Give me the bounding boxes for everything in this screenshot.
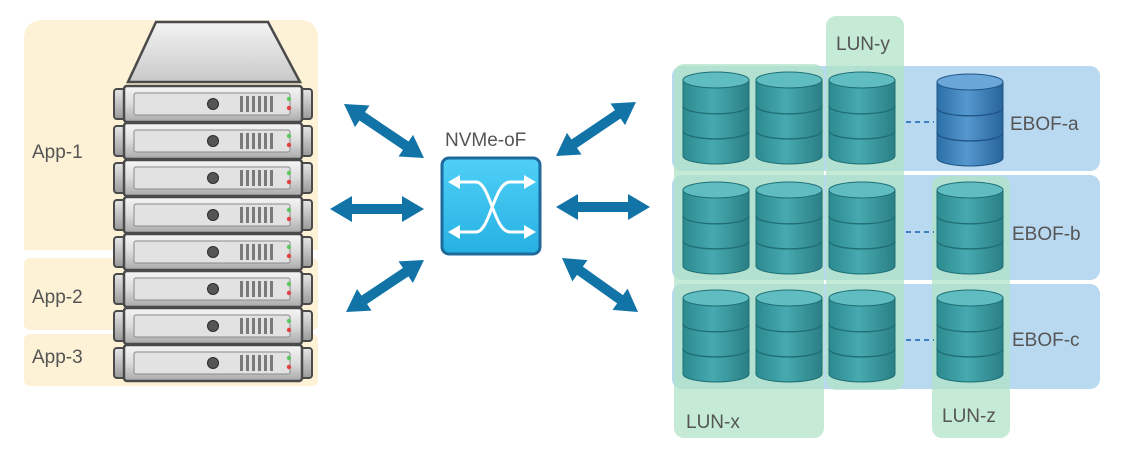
lun-y-label: LUN-y bbox=[836, 34, 890, 55]
disk-icon bbox=[828, 289, 896, 383]
connection-arrows bbox=[330, 102, 650, 312]
disk-icon bbox=[828, 71, 896, 165]
disk-icon bbox=[682, 71, 750, 165]
ebof-b-label: EBOF-b bbox=[1012, 224, 1081, 245]
fabric-label: NVMe-oF bbox=[445, 130, 526, 151]
disk-icon bbox=[755, 289, 823, 383]
server-unit-icon bbox=[113, 195, 313, 235]
server-top-icon bbox=[126, 20, 303, 84]
switch-icon bbox=[440, 156, 542, 256]
disk-icon bbox=[755, 181, 823, 275]
server-rack bbox=[113, 20, 313, 383]
double-arrow-icon bbox=[561, 258, 639, 312]
app-1-label: App-1 bbox=[32, 142, 83, 163]
server-unit-icon bbox=[113, 306, 313, 346]
lun-z-label: LUN-z bbox=[942, 406, 996, 427]
double-arrow-icon bbox=[344, 104, 424, 158]
server-unit-icon bbox=[113, 158, 313, 198]
double-arrow-icon bbox=[346, 260, 424, 312]
app-3-label: App-3 bbox=[32, 347, 83, 368]
server-unit-icon bbox=[113, 269, 313, 309]
dashed-connectors bbox=[906, 121, 934, 341]
disk-icon bbox=[682, 289, 750, 383]
server-unit-icon bbox=[113, 343, 313, 383]
disk-icon bbox=[936, 181, 1004, 275]
double-arrow-icon bbox=[556, 194, 650, 220]
double-arrow-icon bbox=[330, 196, 424, 222]
disk-icon bbox=[828, 181, 896, 275]
disk-icon bbox=[682, 181, 750, 275]
disk-icon bbox=[936, 289, 1004, 383]
disk-icon bbox=[755, 71, 823, 165]
disk-icon bbox=[936, 73, 1004, 167]
double-arrow-icon bbox=[556, 102, 636, 156]
app-2-label: App-2 bbox=[32, 287, 83, 308]
lun-x-label: LUN-x bbox=[686, 412, 740, 433]
server-unit-icon bbox=[113, 232, 313, 272]
ebof-a-label: EBOF-a bbox=[1010, 114, 1079, 135]
ebof-c-label: EBOF-c bbox=[1012, 330, 1080, 351]
server-unit-icon bbox=[113, 121, 313, 161]
disk-array bbox=[682, 71, 1004, 383]
server-unit-icon bbox=[113, 84, 313, 124]
